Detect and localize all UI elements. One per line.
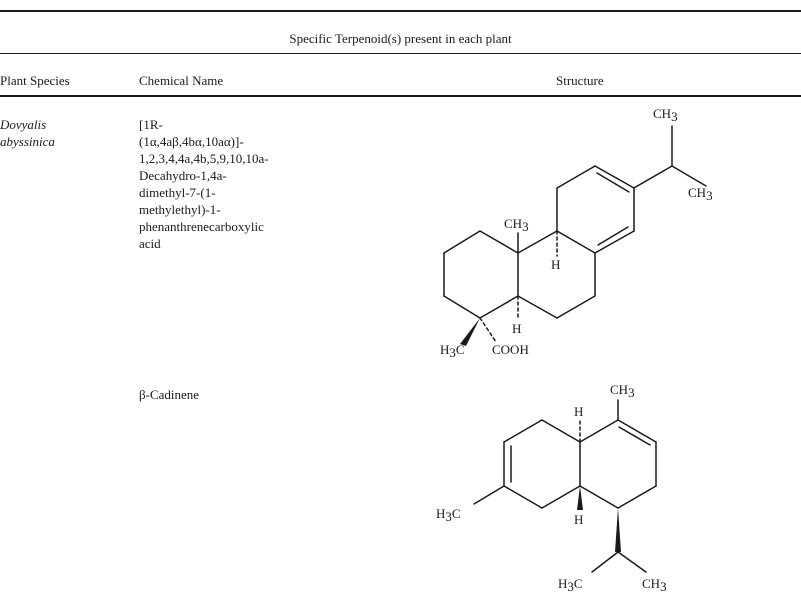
bond [556, 165, 596, 189]
chemical-name-line: [1R- [139, 117, 163, 132]
bond [617, 485, 657, 509]
bond [479, 230, 519, 254]
bond [517, 295, 558, 319]
label: CH3 [504, 216, 529, 234]
wedge-bond [577, 486, 583, 510]
table-top-rule [0, 10, 801, 12]
header-rule [0, 95, 801, 97]
bond [541, 419, 581, 443]
bond [594, 230, 635, 254]
species-line: Dovyalis [0, 117, 47, 132]
bond [503, 485, 543, 509]
bond [541, 485, 581, 509]
bond [617, 419, 657, 443]
wedge-bond [615, 508, 621, 552]
abietic-acid-structure: CH3 CH3 CH3 H H H3C COOH [440, 106, 713, 360]
bond [473, 485, 505, 505]
plant-species-cell: Dovyalis abyssinica [0, 116, 125, 150]
chemical-name-line: acid [139, 236, 161, 251]
bond [517, 230, 558, 254]
bond [596, 172, 630, 193]
label: H [512, 321, 521, 336]
bond [479, 295, 519, 319]
chemical-name-line: methylethyl)-1- [139, 202, 221, 217]
label: H3C [436, 506, 461, 524]
bond [618, 426, 651, 446]
label: H [574, 404, 583, 419]
bond [579, 485, 619, 509]
chemical-name-line: Decahydro-1,4a- [139, 168, 227, 183]
bond [503, 419, 543, 443]
bond [556, 230, 596, 254]
label: CH3 [653, 106, 678, 124]
column-header-plant-species: Plant Species [0, 73, 70, 88]
chemical-name-line: dimethyl-7-(1- [139, 185, 216, 200]
beta-cadinene-structure: H CH3 H3C H H3C CH3 [436, 382, 667, 594]
label: COOH [492, 342, 529, 357]
chemical-name-cell: [1R- (1α,4aβ,4bα,10aα)]- 1,2,3,4,4a,4b,5… [139, 116, 299, 252]
column-header-chemical-name: Chemical Name [139, 73, 224, 88]
chemical-name-line: (1α,4aβ,4bα,10aα)]- [139, 134, 244, 149]
bond [579, 419, 619, 443]
chemical-name-line: β-Cadinene [139, 387, 200, 402]
chemical-name-line: phenanthrenecarboxylic [139, 219, 264, 234]
label: CH3 [688, 185, 713, 203]
label: H [574, 512, 583, 527]
bond [633, 165, 673, 189]
caption-rule [0, 53, 801, 54]
label: CH3 [642, 576, 667, 594]
table-caption: Specific Terpenoid(s) present in each pl… [289, 31, 512, 46]
label: H3C [558, 576, 583, 594]
bond [617, 551, 647, 573]
bond [597, 226, 629, 246]
bond [594, 165, 635, 189]
column-header-structure: Structure [556, 73, 604, 88]
label: CH3 [610, 382, 635, 400]
chemical-name-line: 1,2,3,4,4a,4b,5,9,10,10a- [139, 151, 269, 166]
chemical-name-cell: β-Cadinene [139, 386, 299, 403]
label: H3C [440, 342, 465, 360]
hash-bond [479, 317, 497, 343]
species-line: abyssinica [0, 134, 55, 149]
wedge-bond [460, 318, 480, 346]
bond [443, 230, 481, 254]
label: H [551, 257, 560, 272]
bond [671, 165, 707, 187]
bond [591, 551, 619, 573]
bond [443, 295, 481, 319]
bond [556, 295, 596, 319]
